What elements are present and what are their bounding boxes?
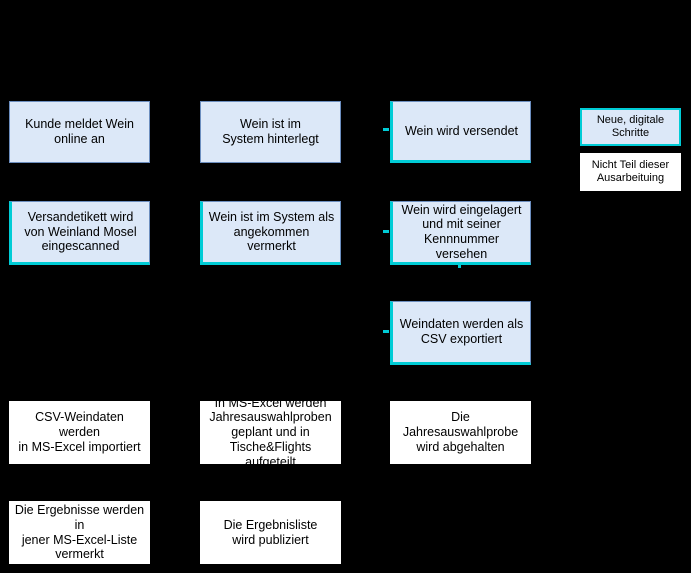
connector-dash-c2 — [383, 230, 389, 233]
connector-dash-c1 — [383, 128, 389, 131]
process-node-n5[interactable]: Wein ist im System als angekommen vermer… — [200, 201, 341, 265]
process-node-label: CSV-Weindaten werden in MS-Excel importi… — [18, 410, 141, 454]
process-node-n3[interactable]: Wein wird versendet — [390, 101, 531, 163]
process-node-n7[interactable]: Weindaten werden als CSV exportiert — [390, 301, 531, 365]
process-node-n10[interactable]: Die Jahresauswahlprobe wird abgehalten — [390, 401, 531, 464]
process-node-label: Wein wird versendet — [404, 123, 518, 138]
process-node-label: In MS-Excel werden Jahresauswahlproben g… — [209, 401, 332, 464]
process-node-n1[interactable]: Kunde meldet Wein online an — [9, 101, 150, 163]
process-node-label: Die Ergebnisliste wird publiziert — [223, 517, 318, 547]
process-node-n12[interactable]: Die Ergebnisliste wird publiziert — [200, 501, 341, 564]
process-node-n8[interactable]: CSV-Weindaten werden in MS-Excel importi… — [9, 401, 150, 464]
process-node-label: Wein ist im System hinterlegt — [222, 117, 319, 146]
process-node-label: Versandetikett wird von Weinland Mosel e… — [24, 209, 137, 254]
process-node-n4[interactable]: Versandetikett wird von Weinland Mosel e… — [9, 201, 150, 265]
process-node-label: Wein wird eingelagert und mit seiner Ken… — [401, 202, 522, 261]
process-node-n2[interactable]: Wein ist im System hinterlegt — [200, 101, 341, 163]
legend-item-l1[interactable]: Neue, digitale Schritte — [580, 108, 681, 146]
process-node-n9[interactable]: In MS-Excel werden Jahresauswahlproben g… — [200, 401, 341, 464]
connector-dash-c4 — [458, 262, 461, 268]
process-node-label: Kunde meldet Wein online an — [25, 117, 134, 146]
process-node-label: Weindaten werden als CSV exportiert — [399, 317, 524, 346]
legend-item-label: Nicht Teil dieser Ausarbeituing — [591, 159, 670, 184]
legend-item-l2[interactable]: Nicht Teil dieser Ausarbeituing — [580, 153, 681, 191]
process-node-n6[interactable]: Wein wird eingelagert und mit seiner Ken… — [390, 201, 531, 265]
process-node-n11[interactable]: Die Ergebnisse werden in jener MS-Excel-… — [9, 501, 150, 564]
process-node-label: Wein ist im System als angekommen vermer… — [208, 209, 335, 254]
legend-item-label: Neue, digitale Schritte — [596, 114, 665, 139]
process-node-label: Die Ergebnisse werden in jener MS-Excel-… — [14, 503, 145, 562]
connector-dash-c3 — [383, 330, 389, 333]
process-node-label: Die Jahresauswahlprobe wird abgehalten — [402, 410, 519, 454]
